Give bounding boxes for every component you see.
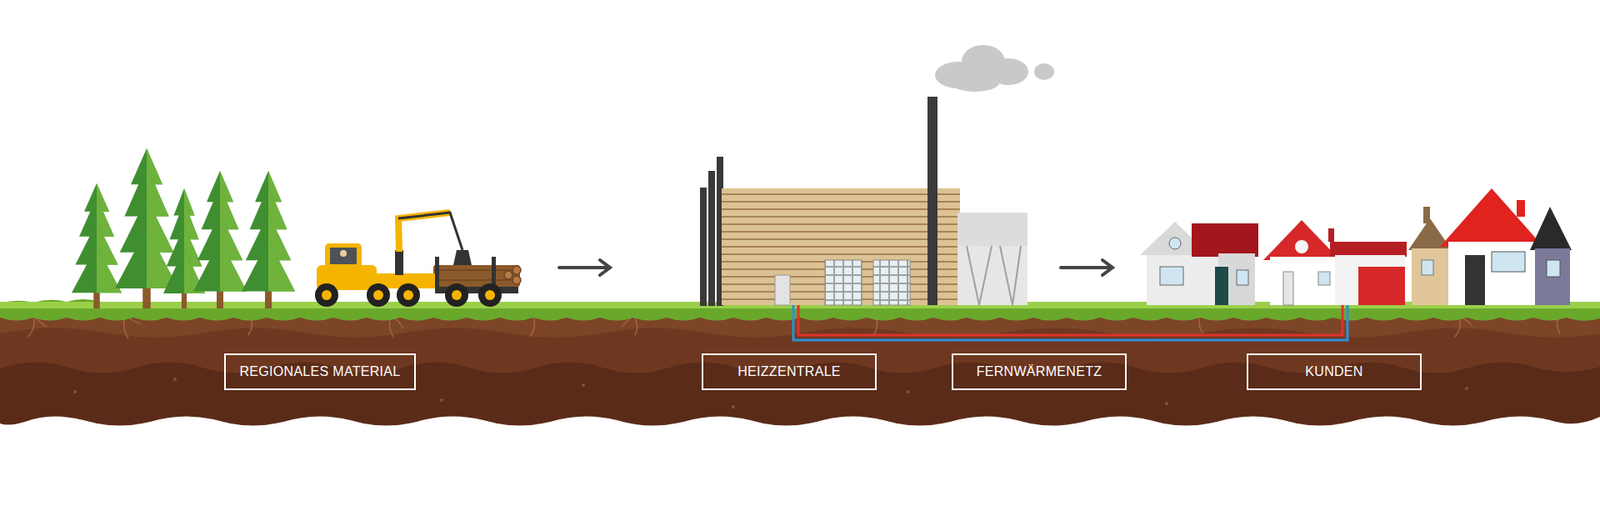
label-text: KUNDEN [1305, 364, 1363, 380]
label-text: REGIONALES MATERIAL [239, 364, 400, 380]
label-box: FERNWÄRMENETZ [951, 353, 1127, 390]
label-text: HEIZZENTRALE [737, 364, 841, 380]
label-box: REGIONALES MATERIAL [224, 353, 416, 390]
label-box: KUNDEN [1246, 353, 1422, 390]
label-box: HEIZZENTRALE [701, 353, 877, 390]
label-text: FERNWÄRMENETZ [976, 364, 1103, 380]
